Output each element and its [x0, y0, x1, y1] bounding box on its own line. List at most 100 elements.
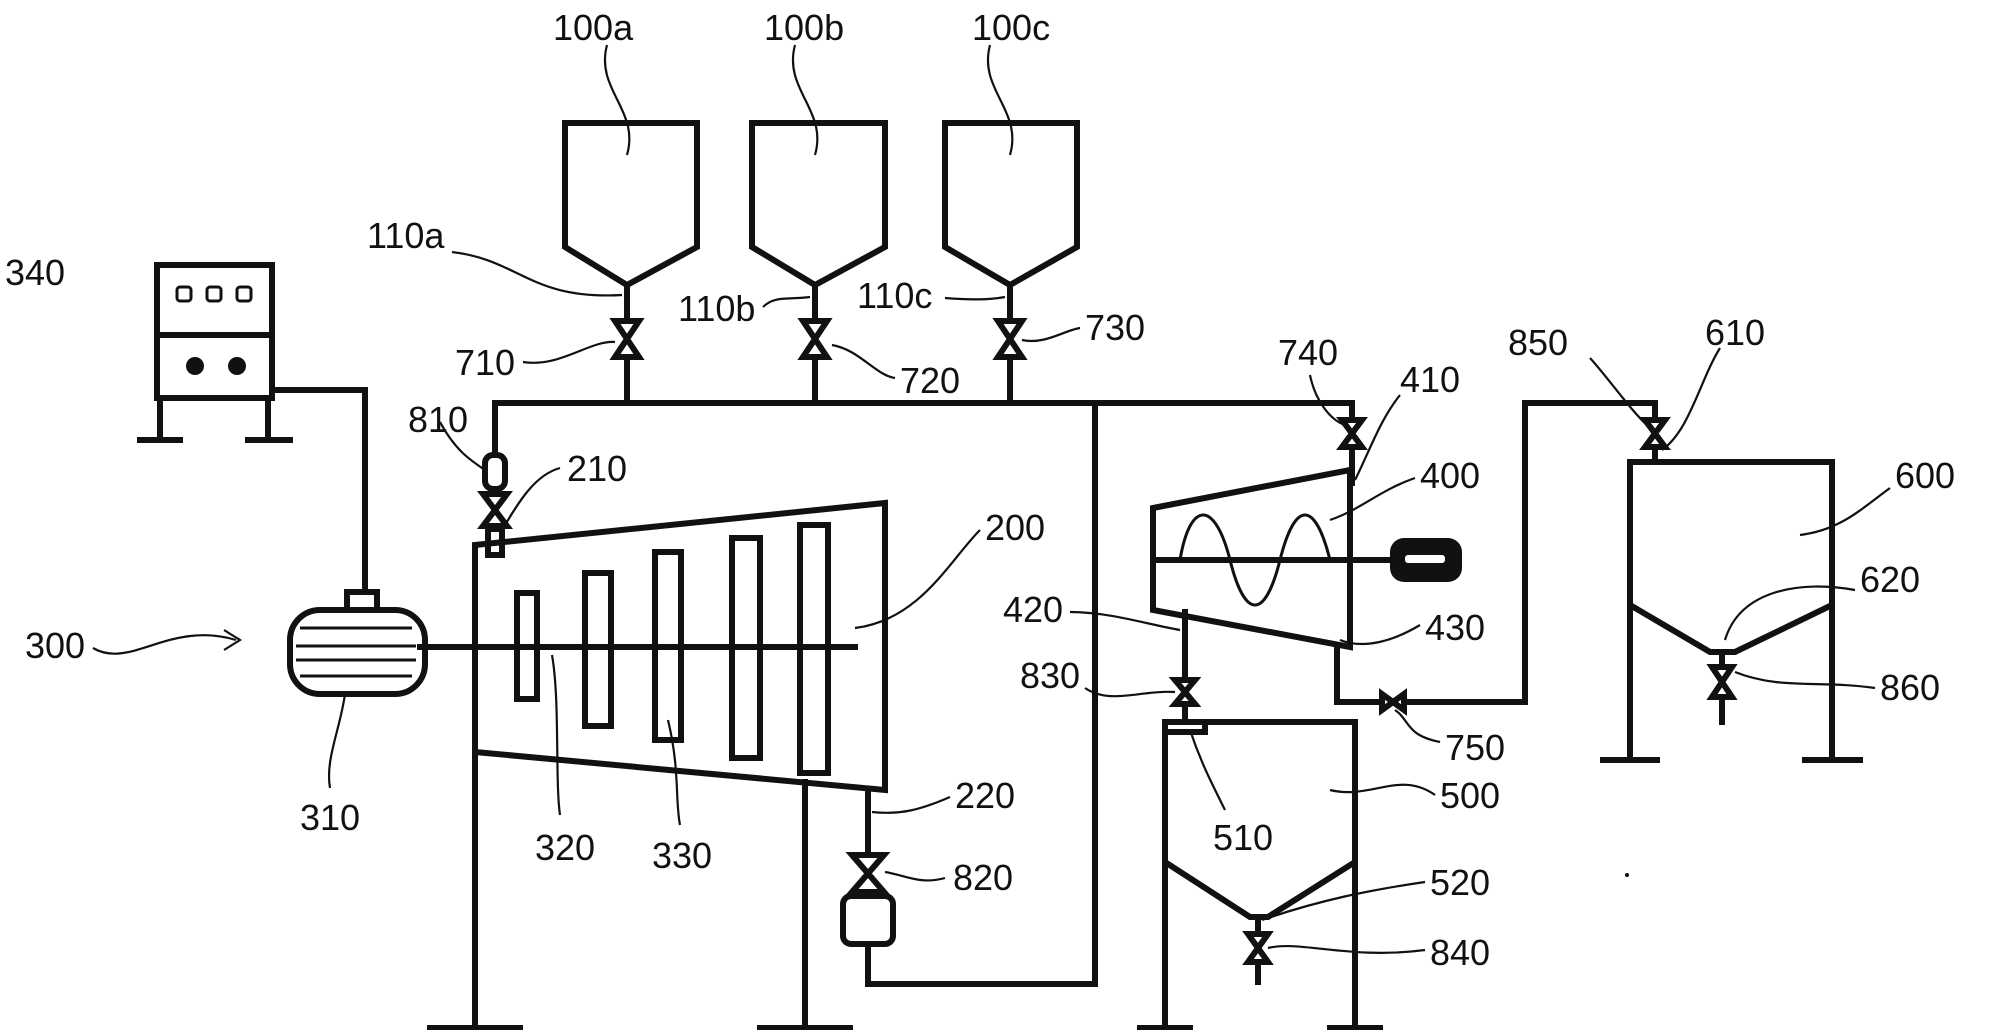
leader-220 [871, 795, 951, 814]
mixer-400 [1150, 466, 1353, 651]
leader-420 [1069, 610, 1181, 632]
vessel-200 [472, 499, 888, 794]
label-850: 850 [1508, 322, 1568, 363]
label-430: 430 [1425, 607, 1485, 648]
leader-310 [327, 693, 347, 789]
control-button-1 [175, 285, 193, 303]
label-600: 600 [1895, 455, 1955, 496]
leader-510 [1188, 729, 1226, 811]
leader-850 [1589, 357, 1651, 429]
leader-100b [792, 44, 819, 156]
valve-830 [1168, 677, 1202, 707]
valve-720 [797, 318, 833, 360]
leader-410 [1354, 394, 1401, 481]
leader-110a [451, 250, 623, 297]
label-400: 400 [1420, 455, 1480, 496]
label-310: 310 [300, 797, 360, 838]
leader-600 [1799, 487, 1891, 537]
leader-730 [1021, 326, 1081, 343]
mixer-motor-slot [1405, 555, 1445, 563]
label-830: 830 [1020, 655, 1080, 696]
control-knob-1 [186, 357, 204, 375]
filter-below-820 [840, 893, 896, 947]
valve-740 [1336, 417, 1368, 450]
leader-200 [854, 529, 981, 630]
label-500: 500 [1440, 775, 1500, 816]
disc-320 [514, 590, 540, 702]
system-300-arrowhead [223, 629, 243, 651]
leader-710 [522, 340, 616, 364]
leader-100a [604, 44, 631, 156]
leader-110c [944, 295, 1006, 301]
label-100a: 100a [553, 7, 634, 48]
valve-820 [845, 852, 891, 895]
valve-750 [1379, 688, 1407, 716]
valve-850 [1639, 417, 1671, 450]
tank-500 [1162, 719, 1358, 920]
label-620: 620 [1860, 559, 1920, 600]
label-100b: 100b [764, 7, 844, 48]
label-840: 840 [1430, 932, 1490, 973]
leader-740 [1308, 374, 1346, 427]
label-730: 730 [1085, 307, 1145, 348]
label-820: 820 [953, 857, 1013, 898]
disc-330 [652, 549, 684, 743]
leader-830 [1084, 687, 1176, 698]
label-330: 330 [652, 835, 712, 876]
label-300: 300 [25, 625, 85, 666]
disc-4 [729, 535, 763, 761]
label-720: 720 [900, 360, 960, 401]
motor-terminal [344, 589, 380, 613]
control-button-3 [235, 285, 253, 303]
label-110b: 110b [678, 288, 755, 329]
leader-330 [666, 719, 682, 826]
label-110a: 110a [367, 215, 445, 256]
label-610: 610 [1705, 312, 1765, 353]
outlet-430-pipe [1334, 644, 1383, 705]
leader-620 [1723, 585, 1856, 641]
valve-860 [1706, 664, 1738, 700]
leader-500 [1329, 783, 1436, 796]
disc-2 [582, 570, 614, 729]
leader-210 [501, 466, 561, 531]
valve-840 [1242, 931, 1274, 965]
leader-110b [762, 295, 811, 308]
label-860: 860 [1880, 667, 1940, 708]
stray-dot [1625, 873, 1629, 877]
system-300-leader [92, 634, 237, 655]
leader-100c [987, 44, 1014, 156]
tank-600 [1627, 459, 1835, 655]
label-520: 520 [1430, 862, 1490, 903]
control-button-2 [205, 285, 223, 303]
control-box-340 [154, 262, 275, 401]
label-750: 750 [1445, 727, 1505, 768]
leader-400 [1329, 476, 1416, 522]
hopper-100b [749, 120, 888, 289]
leader-840 [1267, 944, 1426, 954]
control-knob-2 [228, 357, 246, 375]
leader-430 [1339, 624, 1421, 646]
leader-720 [831, 343, 896, 380]
leader-610 [1661, 347, 1721, 451]
label-510: 510 [1213, 817, 1273, 858]
mixer-screw [1178, 513, 1332, 607]
label-110c: 110c [857, 275, 932, 316]
label-100c: 100c [972, 7, 1050, 48]
leader-810 [439, 421, 486, 471]
valve-810-body [482, 452, 508, 492]
control-cable [269, 387, 368, 593]
label-420: 420 [1003, 589, 1063, 630]
label-410: 410 [1400, 359, 1460, 400]
leader-520 [1261, 880, 1426, 922]
motor-310 [287, 607, 428, 697]
hopper-100a [562, 120, 700, 289]
hopper-100c [942, 120, 1080, 289]
label-320: 320 [535, 827, 595, 868]
leader-320 [550, 654, 562, 816]
valve-710 [609, 318, 645, 360]
valve-810 [477, 491, 513, 529]
leader-860 [1734, 670, 1876, 690]
label-740: 740 [1278, 332, 1338, 373]
disc-5 [797, 522, 831, 776]
